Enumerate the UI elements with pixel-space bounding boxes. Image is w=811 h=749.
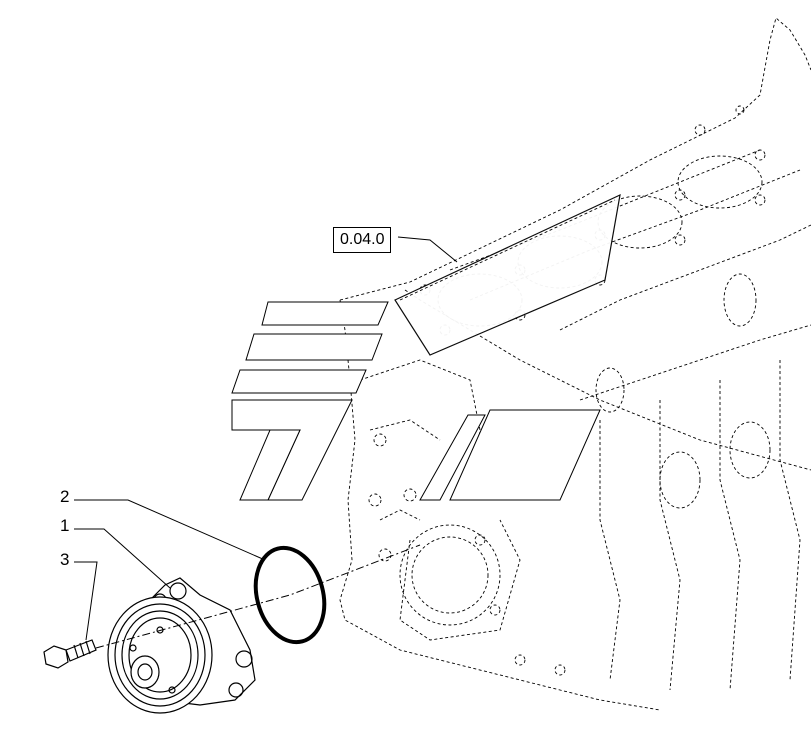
callout-part-3: 3 bbox=[60, 550, 70, 569]
water-pump bbox=[107, 577, 256, 714]
reference-section-label: 0.04.0 bbox=[333, 227, 392, 253]
logo-watermark bbox=[231, 301, 601, 501]
flange-bolt bbox=[43, 639, 97, 669]
leader-lines bbox=[74, 236, 458, 649]
o-ring-seal bbox=[253, 545, 327, 645]
gasket-sheet bbox=[394, 193, 621, 356]
callout-part-2: 2 bbox=[60, 487, 70, 506]
engine-block-phantom bbox=[339, 17, 811, 711]
callout-part-1: 1 bbox=[60, 516, 70, 535]
